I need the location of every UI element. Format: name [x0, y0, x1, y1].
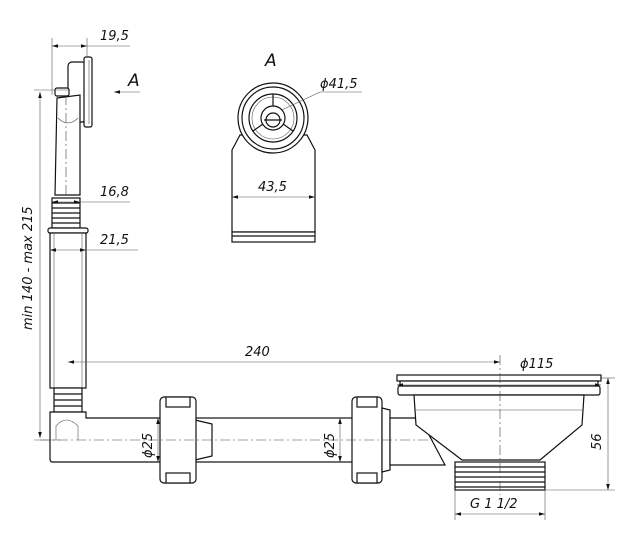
dim-pipe-diameter-left: ϕ25 — [141, 433, 156, 458]
dim-plug-width: 19,5 — [100, 29, 129, 44]
sink-strainer — [396, 374, 602, 491]
view-a — [231, 82, 316, 243]
dim-view-width: 43,5 — [258, 180, 287, 195]
overflow-tube — [47, 197, 89, 413]
dim-view-diameter: ϕ41,5 — [320, 77, 358, 92]
dim-thread: G 1 1/2 — [470, 497, 518, 512]
dimension-lines — [34, 38, 615, 520]
view-a-label: A — [264, 51, 277, 71]
dim-strainer-diameter: ϕ115 — [520, 357, 553, 372]
dim-pipe-length: 240 — [245, 345, 270, 360]
dim-strainer-height: 56 — [590, 433, 605, 450]
dim-tube-upper: 16,8 — [100, 185, 129, 200]
dim-tube-lower: 21,5 — [100, 233, 129, 248]
dim-pipe-diameter-right: ϕ25 — [323, 433, 338, 458]
dim-height-range: min 140 - max 215 — [21, 206, 36, 330]
section-marker: A — [127, 71, 140, 91]
overflow-plug — [54, 56, 93, 196]
